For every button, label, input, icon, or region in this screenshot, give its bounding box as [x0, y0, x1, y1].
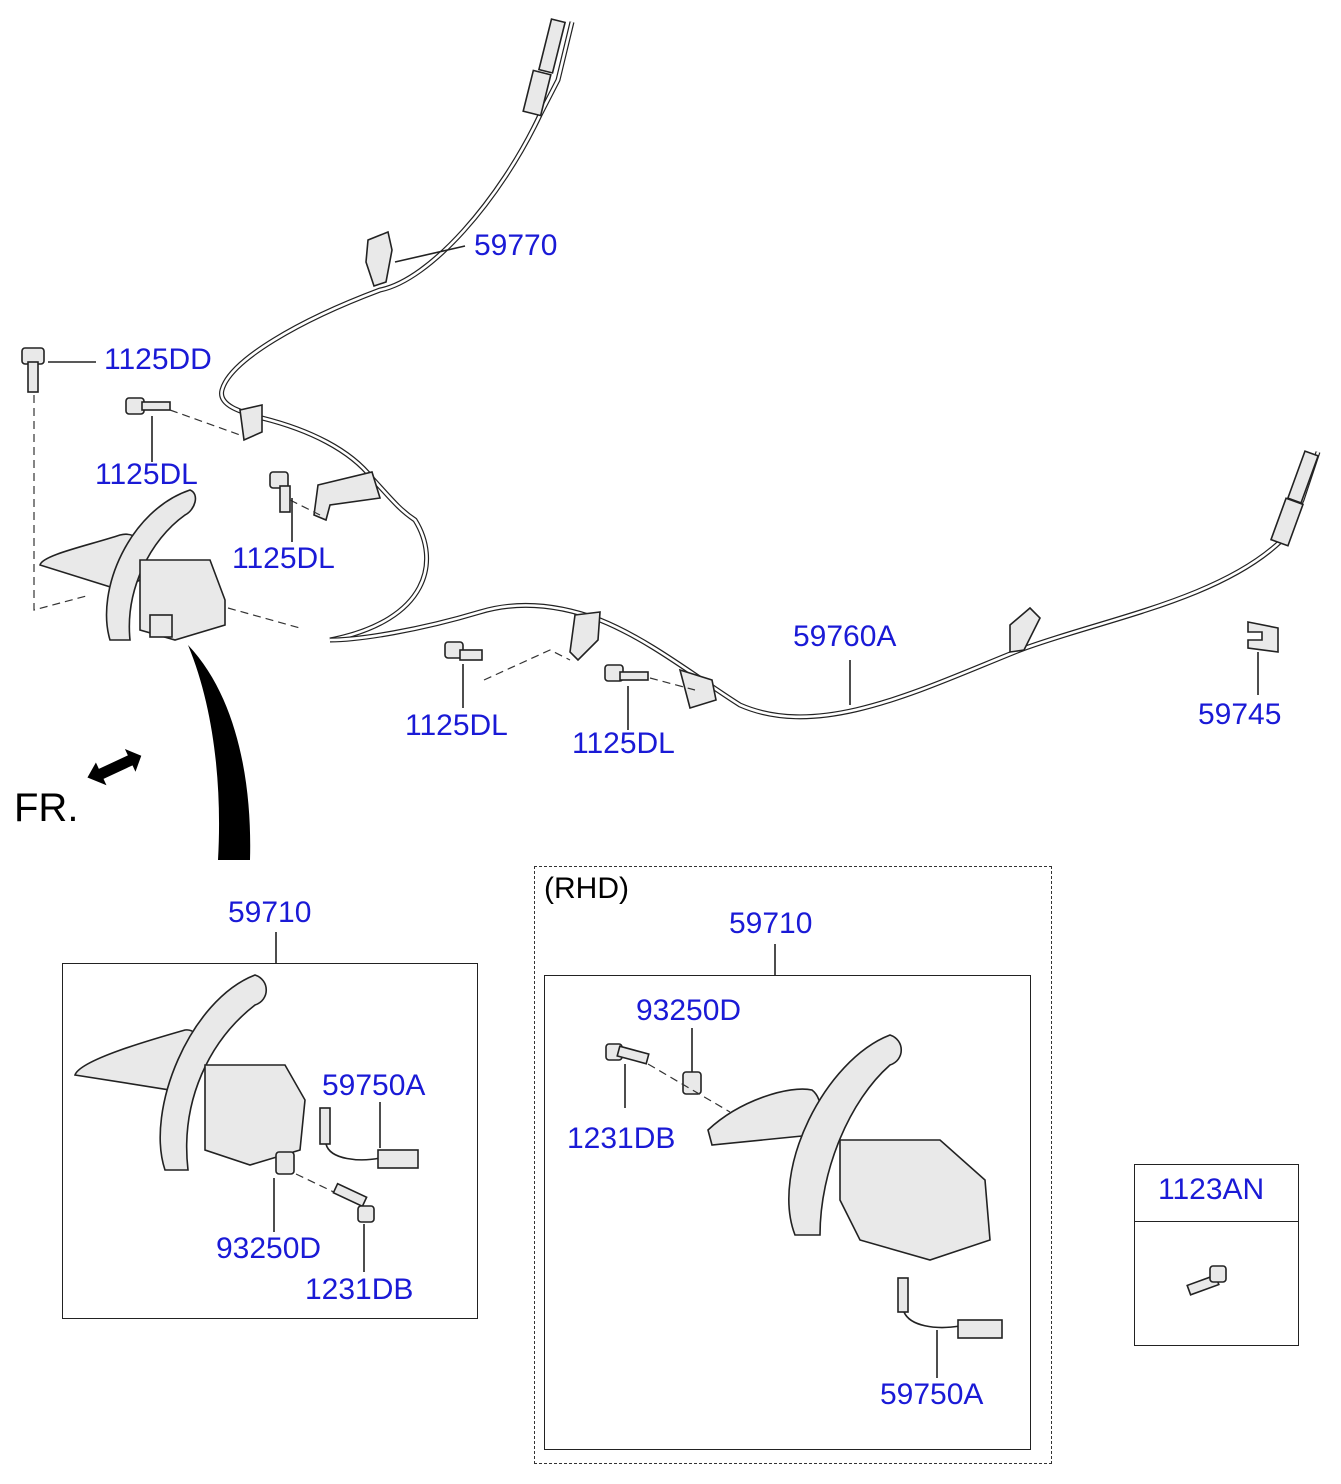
rhd-caption: (RHD): [544, 872, 629, 905]
front-arrow-icon: [87, 749, 142, 786]
clip-59745-icon: [1247, 621, 1279, 653]
bolt-1123AN-icon: [1186, 1265, 1227, 1296]
label-1125DL-c: 1125DL: [405, 709, 508, 742]
label-1231DB-rhd: 1231DB: [567, 1122, 676, 1155]
lhd-detail-box: [62, 963, 478, 1319]
label-1125DL-b: 1125DL: [232, 542, 335, 575]
ref-1123AN-divider: [1134, 1221, 1299, 1222]
rhd-outer-box: [534, 866, 1052, 1464]
label-59710-lhd: 59710: [228, 896, 312, 929]
label-59750A-rhd: 59750A: [880, 1378, 984, 1411]
label-1125DL-d: 1125DL: [572, 727, 675, 760]
detail-arrow-icon: [188, 645, 251, 860]
label-1123AN: 1123AN: [1158, 1173, 1265, 1206]
cable-59770: [219, 18, 575, 643]
label-1125DD: 1125DD: [104, 343, 212, 376]
bolt-1125DD-icon: [21, 347, 45, 393]
screw-rhd-icon: [605, 1043, 650, 1065]
ref-1123AN-box: [1134, 1164, 1299, 1346]
label-59745: 59745: [1198, 698, 1282, 731]
bolt-1125DL-a-icon: [125, 397, 171, 415]
label-1231DB-lhd: 1231DB: [305, 1273, 414, 1306]
bolt-1125DL-c-icon: [444, 641, 483, 661]
label-59710-rhd: 59710: [729, 907, 813, 940]
label-93250D-rhd: 93250D: [636, 994, 742, 1027]
parking-lever-rhd-icon: [707, 1034, 991, 1261]
bolt-1125DL-b-icon: [269, 471, 291, 513]
cable-59760A: [329, 450, 1321, 720]
leader-59770: [394, 245, 466, 263]
bolt-1125DL-d-icon: [604, 664, 649, 682]
label-59770: 59770: [474, 229, 558, 262]
front-indicator: FR.: [14, 786, 79, 830]
screw-lhd-icon: [332, 1182, 375, 1223]
bracket-lhd-icon: [275, 1151, 295, 1175]
switch-rhd-icon: [897, 1277, 1003, 1339]
parking-lever-lhd-icon: [73, 974, 306, 1171]
label-59760A: 59760A: [793, 620, 897, 653]
parking-lever-main-icon: [39, 489, 226, 641]
rhd-detail-box: [544, 975, 1031, 1450]
label-1125DL-a: 1125DL: [95, 458, 198, 491]
label-59750A-lhd: 59750A: [322, 1069, 426, 1102]
label-93250D-lhd: 93250D: [216, 1232, 322, 1265]
switch-lhd-icon: [319, 1107, 419, 1169]
